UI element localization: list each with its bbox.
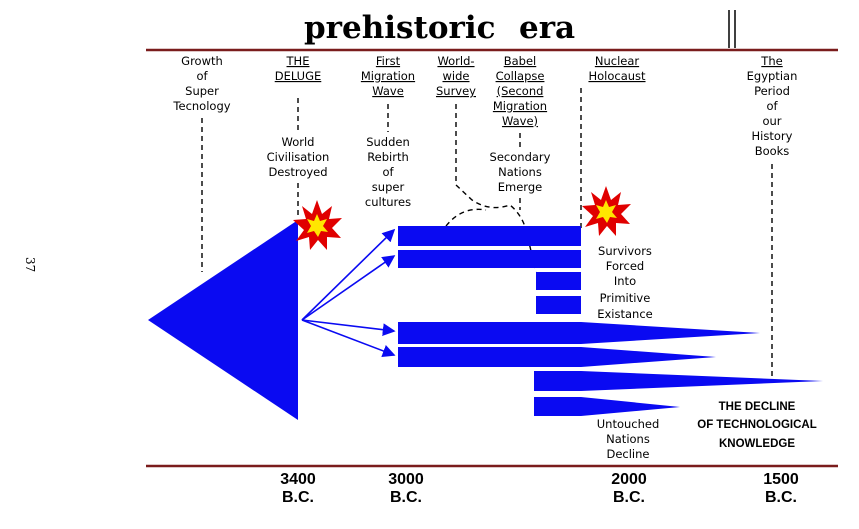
svg-text:Tecnology: Tecnology: [172, 99, 230, 113]
svg-text:The: The: [760, 54, 782, 68]
band-wave-1b: [398, 250, 581, 268]
timeline-1500: 1500 B.C.: [763, 471, 799, 506]
svg-text:Emerge: Emerge: [498, 180, 542, 194]
note-secondary-nations-emerge: Secondary Nations Emerge: [490, 150, 551, 194]
title-prehistoric: prehistoric: [304, 10, 495, 46]
svg-text:of: of: [766, 99, 778, 113]
svg-text:Migration: Migration: [361, 69, 415, 83]
svg-text:Period: Period: [754, 84, 790, 98]
svg-text:Wave: Wave: [372, 84, 404, 98]
svg-text:(Second: (Second: [497, 84, 544, 98]
note-world-civilisation-destroyed: World Civilisation Destroyed: [267, 135, 330, 179]
svg-text:Wave): Wave): [502, 114, 538, 128]
svg-text:Untouched: Untouched: [597, 417, 660, 431]
migration-arrows: [302, 230, 394, 355]
note-untouched-nations-decline: Untouched Nations Decline: [597, 417, 660, 461]
svg-text:Holocaust: Holocaust: [588, 69, 646, 83]
svg-text:1500: 1500: [763, 471, 799, 488]
svg-text:Collapse: Collapse: [496, 69, 545, 83]
title-era: era: [519, 10, 575, 46]
svg-text:World: World: [282, 135, 315, 149]
event-growth-of-super-technology: Growth of Super Tecnology: [172, 54, 230, 113]
svg-text:World-: World-: [437, 54, 474, 68]
svg-text:3400: 3400: [280, 471, 316, 488]
svg-text:Growth: Growth: [181, 54, 223, 68]
timeline-2000: 2000 B.C.: [611, 471, 647, 506]
svg-text:Destroyed: Destroyed: [268, 165, 327, 179]
explosion-icon: [293, 200, 342, 250]
svg-text:KNOWLEDGE: KNOWLEDGE: [719, 438, 795, 450]
svg-text:cultures: cultures: [365, 195, 411, 209]
event-first-migration-wave: First Migration Wave: [361, 54, 415, 98]
svg-text:super: super: [372, 180, 405, 194]
page-number: 37: [23, 257, 37, 272]
svg-text:Books: Books: [755, 144, 790, 158]
svg-text:DELUGE: DELUGE: [275, 69, 322, 83]
super-technology-triangle: [148, 220, 298, 420]
svg-text:Nuclear: Nuclear: [595, 54, 640, 68]
svg-text:Sudden: Sudden: [366, 135, 410, 149]
band-wave-1a: [398, 226, 581, 246]
svg-text:THE DECLINE: THE DECLINE: [719, 401, 796, 413]
svg-text:2000: 2000: [611, 471, 647, 488]
event-egyptian-period: The Egyptian Period of our History Books: [747, 54, 798, 158]
event-worldwide-survey: World- wide Survey: [436, 54, 476, 98]
svg-text:of: of: [382, 165, 394, 179]
band-decline-2: [398, 347, 716, 367]
note-survivors-forced: Survivors Forced Into Primitive Existanc…: [597, 244, 653, 321]
band-decline-3: [534, 371, 823, 391]
svg-text:wide: wide: [443, 69, 470, 83]
svg-text:Existance: Existance: [597, 307, 653, 321]
svg-text:B.C.: B.C.: [765, 489, 797, 506]
svg-text:B.C.: B.C.: [282, 489, 314, 506]
svg-text:Primitive: Primitive: [600, 291, 651, 305]
event-the-deluge: THE DELUGE: [275, 54, 322, 83]
band-babel-2: [536, 296, 581, 314]
svg-text:Babel: Babel: [504, 54, 537, 68]
svg-text:Nations: Nations: [606, 432, 650, 446]
band-babel-1: [536, 272, 581, 290]
note-sudden-rebirth: Sudden Rebirth of super cultures: [365, 135, 411, 209]
svg-text:THE: THE: [286, 54, 310, 68]
svg-text:B.C.: B.C.: [390, 489, 422, 506]
svg-text:Survivors: Survivors: [598, 244, 652, 258]
band-decline-4: [534, 397, 680, 416]
svg-text:Nations: Nations: [498, 165, 542, 179]
timeline-3000: 3000 B.C.: [388, 471, 424, 506]
timeline-3400: 3400 B.C.: [280, 471, 316, 506]
explosion-icon: [582, 186, 631, 236]
svg-text:our: our: [762, 114, 781, 128]
svg-text:of: of: [196, 69, 208, 83]
svg-text:OF TECHNOLOGICAL: OF TECHNOLOGICAL: [697, 419, 816, 431]
svg-text:B.C.: B.C.: [613, 489, 645, 506]
svg-text:Survey: Survey: [436, 84, 476, 98]
svg-text:Into: Into: [614, 274, 636, 288]
svg-text:Forced: Forced: [606, 259, 644, 273]
svg-text:Super: Super: [185, 84, 219, 98]
svg-text:Civilisation: Civilisation: [267, 150, 330, 164]
svg-text:Rebirth: Rebirth: [367, 150, 409, 164]
svg-text:Migration: Migration: [493, 99, 547, 113]
band-decline-1: [398, 322, 760, 344]
event-babel-collapse: Babel Collapse (Second Migration Wave): [493, 54, 547, 128]
event-nuclear-holocaust: Nuclear Holocaust: [588, 54, 646, 83]
svg-text:First: First: [376, 54, 401, 68]
note-decline-of-knowledge: THE DECLINE OF TECHNOLOGICAL KNOWLEDGE: [697, 401, 816, 450]
svg-text:Egyptian: Egyptian: [747, 69, 798, 83]
svg-text:History: History: [752, 129, 793, 143]
svg-text:Decline: Decline: [606, 447, 649, 461]
svg-text:Secondary: Secondary: [490, 150, 551, 164]
svg-text:3000: 3000: [388, 471, 424, 488]
